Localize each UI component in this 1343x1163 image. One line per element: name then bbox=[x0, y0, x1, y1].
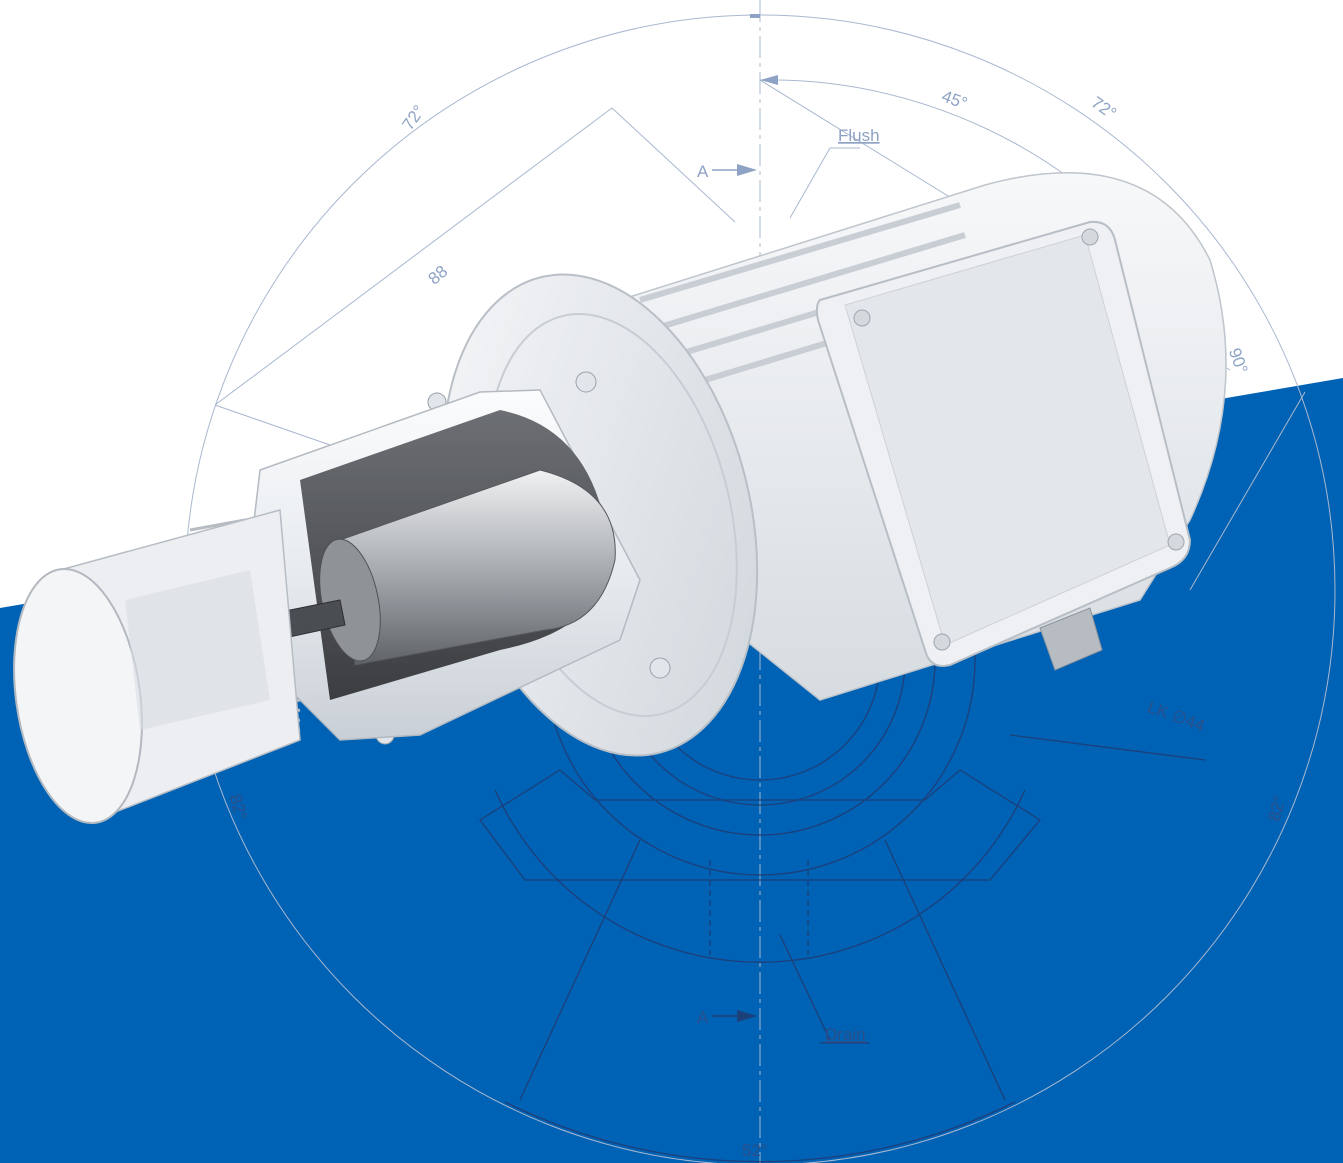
cable-gland bbox=[1039, 607, 1103, 671]
drain-label: Drain bbox=[825, 1025, 866, 1044]
dimension-arrowhead bbox=[760, 75, 778, 85]
pump-head bbox=[13, 509, 301, 825]
section-label-top: A bbox=[697, 162, 709, 181]
pump-rendering bbox=[13, 172, 1227, 825]
angle-52-bottom-label: 52° bbox=[742, 1141, 768, 1160]
flush-label: Flush bbox=[838, 126, 880, 145]
inner-magnet-cylinder bbox=[319, 469, 616, 666]
section-arrow-bottom bbox=[712, 1010, 757, 1022]
section-arrow-top bbox=[712, 164, 757, 176]
terminal-box bbox=[815, 220, 1192, 667]
dimension-tick bbox=[750, 14, 760, 18]
section-label-bottom: A bbox=[697, 1008, 709, 1027]
